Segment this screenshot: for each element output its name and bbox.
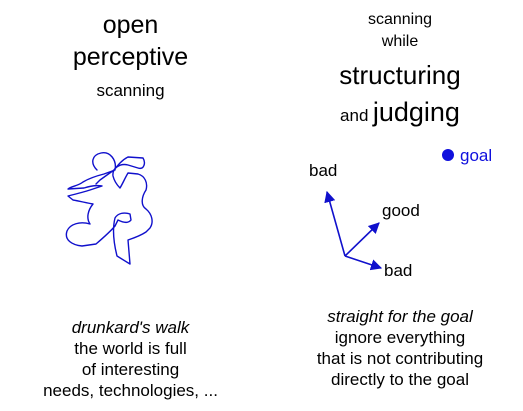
label-good: good	[382, 201, 420, 220]
left-heading-open: open	[102, 11, 159, 39]
right-caption-title: straight for the goal	[327, 307, 473, 326]
right-heading-structuring: structuring	[339, 60, 461, 90]
right-caption-line-2: that is not contributing	[316, 349, 484, 368]
drunkards-walk-path	[65, 152, 153, 265]
left-caption-line-2: of interesting	[81, 360, 180, 379]
label-bad-up: bad	[309, 161, 337, 180]
label-bad-down: bad	[384, 261, 412, 280]
goal-label: goal	[460, 146, 492, 165]
left-heading-scanning: scanning	[96, 81, 165, 100]
left-caption-title: drunkard's walk	[71, 318, 190, 337]
right-heading-judging: judging	[372, 97, 460, 127]
right-heading-while: while	[381, 33, 419, 50]
right-heading-and: and	[340, 106, 369, 125]
right-caption-line-1: ignore everything	[334, 328, 466, 347]
arrow-bad-up	[324, 190, 346, 257]
left-caption-line-1: the world is full	[74, 339, 187, 358]
arrow-bad-down	[344, 255, 383, 271]
right-heading-and-judging: and judging	[280, 95, 520, 134]
left-caption-line-3: needs, technologies, ...	[43, 381, 218, 400]
right-caption-line-3: directly to the goal	[331, 370, 469, 389]
left-heading-perceptive: perceptive	[72, 43, 189, 71]
right-heading-scanning: scanning	[367, 11, 433, 28]
goal-dot	[442, 149, 454, 161]
arrow-good	[344, 222, 380, 257]
